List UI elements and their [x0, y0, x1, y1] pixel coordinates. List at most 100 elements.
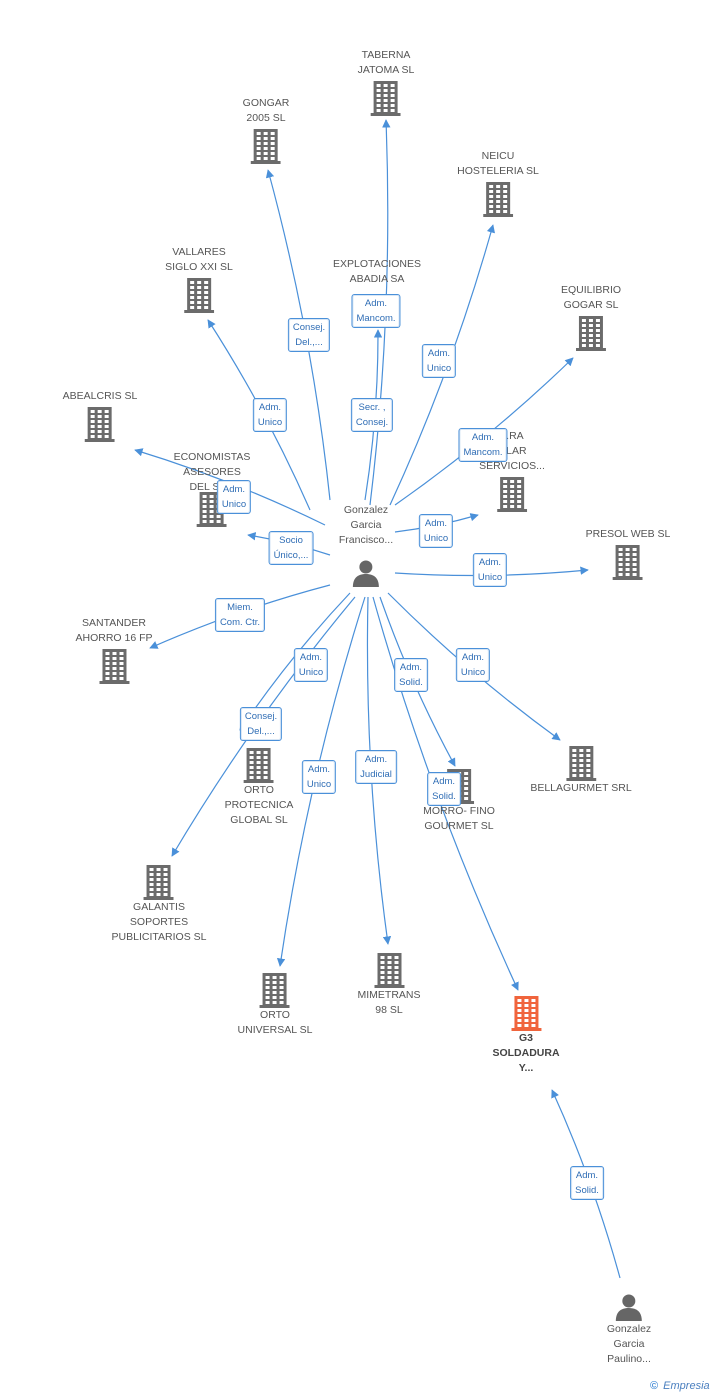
company-name-line: JATOMA SL	[357, 64, 415, 76]
role-text: Adm.	[432, 776, 456, 787]
company-node-g3-soldadura[interactable]: G3 SOLDADURA Y...	[492, 993, 560, 1076]
company-node-abealcris[interactable]: ABEALCRIS SL	[62, 389, 138, 442]
company-name-line: GONGAR	[242, 97, 290, 109]
person-node-main[interactable]: Gonzalez Garcia Francisco...	[339, 503, 393, 588]
role-text: Consej.	[355, 417, 389, 428]
role-badge[interactable]: Adm. Unico	[455, 648, 491, 682]
company-node-presol[interactable]: PRESOL WEB SL	[585, 527, 671, 580]
building-icon	[143, 865, 174, 900]
person-node-paulino[interactable]: Gonzalez Garcia Paulino...	[607, 1290, 651, 1367]
building-icon	[374, 953, 404, 988]
role-text: Del.,...	[247, 726, 275, 737]
role-badge[interactable]: Adm. Solid.	[570, 1166, 604, 1200]
building-icon	[99, 649, 129, 684]
company-name-line: PRESOL WEB SL	[585, 528, 671, 540]
role-text: Mancom.	[356, 313, 396, 324]
person-name-line: Gonzalez	[343, 504, 389, 516]
role-text: Adm.	[461, 652, 485, 663]
role-text: Unico	[426, 363, 452, 374]
role-badge[interactable]: Miem. Com. Ctr.	[214, 598, 266, 632]
role-badge[interactable]: Adm. Unico	[472, 553, 508, 587]
company-name-line: G3	[518, 1032, 533, 1044]
person-name-line: Paulino...	[607, 1353, 651, 1365]
building-icon	[244, 748, 274, 783]
role-text: Adm.	[427, 348, 451, 359]
role-text: Unico	[306, 779, 332, 790]
building-icon	[497, 477, 527, 512]
company-node-vallares[interactable]: VALLARES SIGLO XXI SL	[165, 245, 233, 313]
role-badge[interactable]: Consej. Del.,...	[287, 318, 331, 352]
company-name-line: ABEALCRIS SL	[62, 390, 138, 402]
building-icon	[511, 996, 541, 1031]
role-text: Adm.	[364, 754, 388, 765]
person-icon	[615, 1294, 642, 1321]
role-badge[interactable]: Adm. Judicial	[355, 750, 397, 784]
role-text: Adm.	[258, 402, 282, 413]
role-text: Unico	[460, 667, 486, 678]
company-node-gongar[interactable]: GONGAR 2005 SL	[242, 96, 290, 164]
building-icon	[259, 973, 290, 1008]
company-node-galantis[interactable]: GALANTIS SOPORTES PUBLICITARIOS SL	[112, 862, 206, 945]
role-text: Adm.	[471, 432, 495, 443]
company-node-equilibrio[interactable]: EQUILIBRIO GOGAR SL	[561, 283, 621, 351]
role-text: Unico	[423, 533, 449, 544]
role-badge[interactable]: Adm. Mancom.	[351, 294, 401, 328]
role-badge[interactable]: Adm. Unico	[301, 760, 337, 794]
role-badge[interactable]: Adm. Mancom.	[458, 428, 508, 462]
role-text: Solid.	[399, 677, 423, 688]
company-node-mimetrans[interactable]: MIMETRANS 98 SL	[358, 950, 421, 1018]
building-icon	[183, 278, 214, 313]
building-icon	[613, 545, 643, 580]
role-text: Adm.	[364, 298, 388, 309]
company-node-orto-universal[interactable]: ORTO UNIVERSAL SL	[238, 970, 312, 1038]
role-badge[interactable]: Adm. Unico	[252, 398, 288, 432]
company-node-neicu[interactable]: NEICU HOSTELERIA SL	[457, 149, 539, 217]
company-name-line: 2005 SL	[246, 112, 286, 124]
role-badge[interactable]: Adm. Solid.	[394, 658, 428, 692]
building-icon	[250, 129, 281, 164]
company-node-orto-protecnica[interactable]: ORTO PROTECNICA GLOBAL SL	[224, 745, 294, 828]
company-name-line: 98 SL	[375, 1004, 403, 1016]
role-badge[interactable]: Adm. Solid.	[427, 772, 461, 806]
company-name-line: ASESORES	[183, 466, 241, 478]
company-name-line: ORTO	[260, 1009, 290, 1021]
building-icon	[566, 746, 596, 781]
role-text: Adm.	[575, 1170, 599, 1181]
role-text: Consej.	[244, 711, 278, 722]
role-text: Com. Ctr.	[219, 617, 261, 628]
company-name-line: PROTECNICA	[224, 799, 294, 811]
role-badge[interactable]: Socio Único,...	[268, 531, 314, 565]
role-text: Adm.	[299, 652, 323, 663]
role-badge[interactable]: Consej. Del.,...	[239, 707, 283, 741]
company-name-line: GLOBAL SL	[230, 814, 288, 826]
role-text: Socio	[279, 535, 303, 546]
building-icon	[575, 316, 606, 351]
role-text: Unico	[298, 667, 324, 678]
role-text: Solid.	[432, 791, 456, 802]
company-name-line: EQUILIBRIO	[560, 284, 622, 296]
role-text: Adm.	[399, 662, 423, 673]
company-name-line: SIGLO XXI SL	[165, 261, 233, 273]
role-text: Adm.	[222, 484, 246, 495]
role-badge[interactable]: Adm. Unico	[216, 480, 252, 514]
company-node-santander[interactable]: SANTANDER AHORRO 16 FP	[75, 616, 153, 684]
company-node-explotaciones[interactable]: EXPLOTACIONES ABADIA SA	[333, 257, 421, 287]
brand-footer[interactable]: © Empresia	[650, 1380, 710, 1392]
building-icon	[370, 81, 401, 116]
company-name-line: NEICU	[481, 150, 515, 162]
company-node-bellagurmet[interactable]: BELLAGURMET SRL	[530, 743, 632, 796]
company-name-line: SOPORTES	[129, 916, 189, 928]
role-text: Adm.	[424, 518, 448, 529]
role-text: Miem.	[227, 602, 253, 613]
company-name-line: BELLAGURMET SRL	[530, 782, 632, 794]
role-badge[interactable]: Adm. Unico	[293, 648, 329, 682]
role-badge[interactable]: Secr. , Consej.	[350, 398, 394, 432]
role-text: Judicial	[360, 769, 392, 780]
company-node-taberna[interactable]: TABERNA JATOMA SL	[357, 48, 415, 116]
role-badge[interactable]: Adm. Unico	[421, 344, 457, 378]
role-badge[interactable]: Adm. Unico	[418, 514, 454, 548]
role-text: Único,...	[273, 550, 309, 561]
copyright-symbol: ©	[650, 1380, 659, 1392]
role-text: Solid.	[575, 1185, 599, 1196]
